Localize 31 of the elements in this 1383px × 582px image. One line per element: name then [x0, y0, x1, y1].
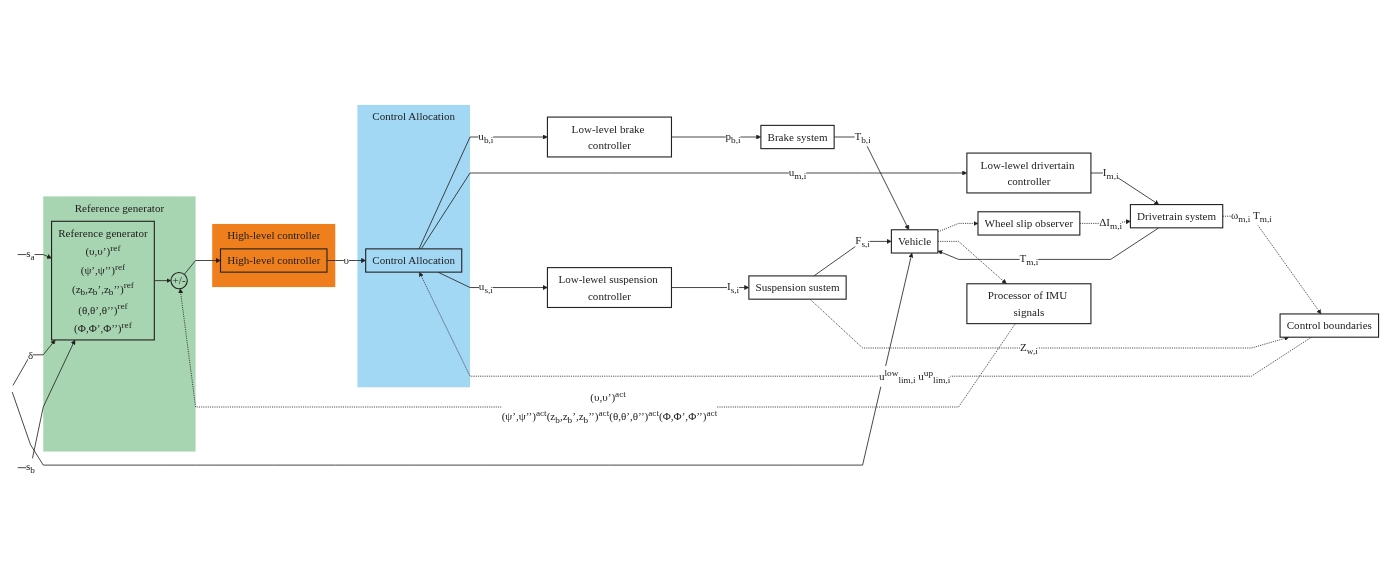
edge-label: T$_{b,i}$: [854, 129, 871, 145]
node-box: Suspension sustem: [748, 275, 847, 300]
edge-label: ΔI$_{m,i}$: [1099, 216, 1123, 232]
node-box: Processor of IMU signals: [966, 283, 1092, 325]
edge-label: I$_{m,i}$: [1102, 165, 1119, 181]
node-box: Low-lewel suspension controller: [546, 267, 673, 309]
node-box: Control Allocation: [365, 248, 463, 273]
edge-label: ω$_{m,i}$ T$_{m,i}$: [1231, 209, 1272, 224]
edge-label: s$_{b}$: [26, 460, 35, 476]
node-box: High-level controller: [219, 248, 328, 273]
node-box: Wheel slip observer: [977, 211, 1081, 236]
edge-label: Z$_{w,i}$: [1020, 340, 1038, 356]
edge-label: s$_{a}$: [26, 247, 35, 263]
edge-label: u$_{b,i}$: [478, 129, 494, 145]
node-box: Reference generator (υ,υ’)$^{ref}$ (ψ’,ψ’’)$^{ref}$ (z$_{b}$,z$_{b}$’,z$_{b}$’’)$^{ref}$ (θ,θ’,θ’’)$^{ref}$ (Φ,Φ’,Φ’’)$^{ref}$: [51, 220, 155, 341]
edge-label: p$_{b,i}$: [725, 129, 741, 145]
edge-label: u$_{s,i}$: [478, 280, 493, 296]
node-box: Brake system: [760, 124, 835, 150]
edge-label: T$_{m,i}$: [1019, 252, 1039, 268]
edge-label: I$_{s,i}$: [726, 280, 740, 296]
node-circle: +/-: [170, 271, 188, 290]
edge-label: δ: [27, 348, 34, 361]
edge-label: F$_{s,i}$: [855, 234, 870, 250]
node-box: Drivetrain system: [1129, 204, 1224, 229]
edge-label: (υ,υ’)$^{act}$ (ψ’,ψ’’)$^{act}$(z$_{b}$,z$_{b}$’,z$_{b}$’’)$^{act}$(θ,θ’,θ’’)$^{act}$(Φ,Φ’,Φ’’)$^{act}$: [501, 388, 718, 426]
node-box: Control boundaries: [1279, 313, 1380, 338]
edge-label: υ: [343, 254, 350, 267]
edge-label: u$_{m,i}$: [788, 165, 807, 181]
node-box: Vehicle: [890, 229, 939, 254]
node-box: Low-lewel drivertain controller: [966, 152, 1092, 194]
node-box: Low-level brake controller: [546, 116, 673, 158]
